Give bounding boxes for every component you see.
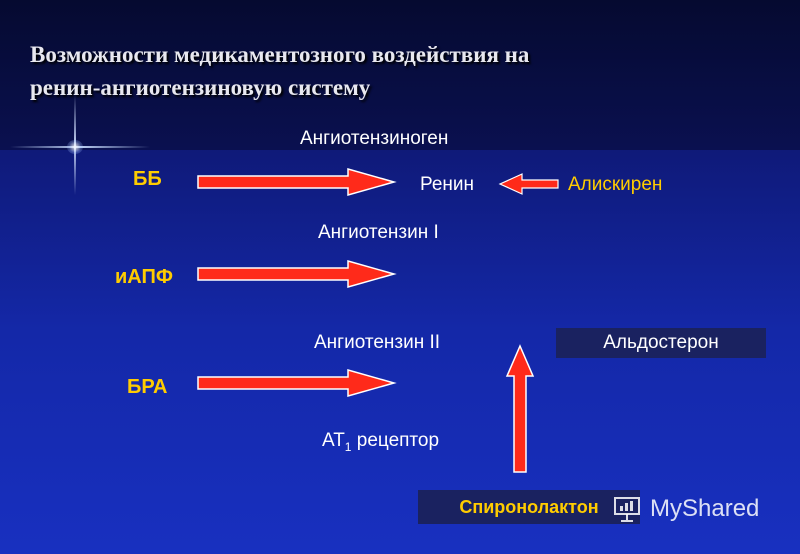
bb-arrow [197, 168, 397, 196]
bra-drug-label: БРА [127, 376, 168, 398]
iapf-arrow [197, 260, 397, 288]
bb-drug-label: ББ [133, 168, 162, 190]
watermark-text: MyShared [650, 495, 760, 522]
bra-arrow [197, 369, 397, 397]
angiotensin-1-label: Ангиотензин I [318, 222, 439, 243]
presentation-icon [614, 497, 640, 522]
iapf-drug-label: иАПФ [115, 266, 173, 288]
aldosterone-box: Альдостерон [556, 328, 766, 358]
angiotensinogen-label: Ангиотензиноген [300, 128, 449, 149]
spironolactone-label: Спиронолактон [459, 497, 599, 517]
at1-receptor-label: АТ1 рецептор [322, 430, 440, 454]
sparkle-center [67, 140, 83, 154]
title-line-2: ренин-ангиотензиновую систему [30, 75, 371, 100]
angiotensin-2-label: Ангиотензин II [314, 332, 441, 353]
aliskiren-arrow [498, 173, 559, 195]
slide-title: Возможности медикаментозного воздействия… [30, 38, 770, 104]
aldosterone-label: Альдостерон [603, 332, 719, 353]
spironolactone-arrow [505, 344, 535, 473]
spironolactone-box: Спиронолактон [418, 490, 640, 524]
title-band [0, 0, 800, 150]
aliskiren-drug-label: Алискирен [568, 174, 663, 195]
renin-label: Ренин [420, 174, 475, 195]
title-line-1: Возможности медикаментозного воздействия… [30, 42, 530, 67]
watermark: MyShared [612, 490, 792, 528]
